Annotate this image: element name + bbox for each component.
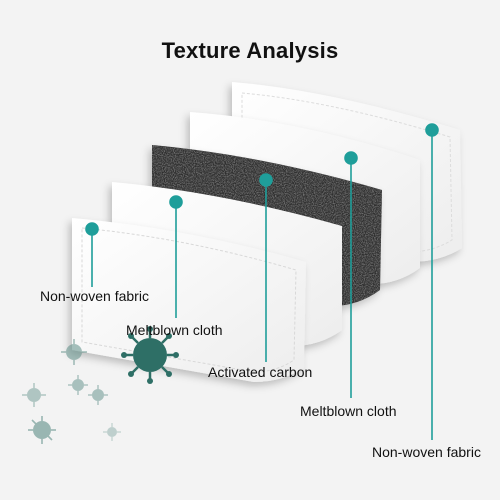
label-activated-carbon: Activated carbon xyxy=(208,364,313,380)
label-meltblown-back: Meltblown cloth xyxy=(300,403,397,419)
virus-icon xyxy=(61,339,87,365)
marker-dot-icon xyxy=(425,123,439,137)
label-meltblown-front: Meltblown cloth xyxy=(126,322,223,338)
virus-icon xyxy=(28,416,56,444)
marker-dot-icon xyxy=(344,151,358,165)
page-title: Texture Analysis xyxy=(161,38,339,63)
layer-front-non-woven xyxy=(72,218,306,382)
virus-icon xyxy=(22,383,46,407)
virus-icon xyxy=(103,423,121,441)
marker-dot-icon xyxy=(259,173,273,187)
label-non-woven-front: Non-woven fabric xyxy=(40,288,149,304)
virus-icon xyxy=(121,326,179,384)
marker-dot-icon xyxy=(169,195,183,209)
label-non-woven-back: Non-woven fabric xyxy=(372,444,481,460)
marker-dot-icon xyxy=(85,222,99,236)
virus-icon xyxy=(88,385,108,405)
virus-icon xyxy=(68,375,88,395)
